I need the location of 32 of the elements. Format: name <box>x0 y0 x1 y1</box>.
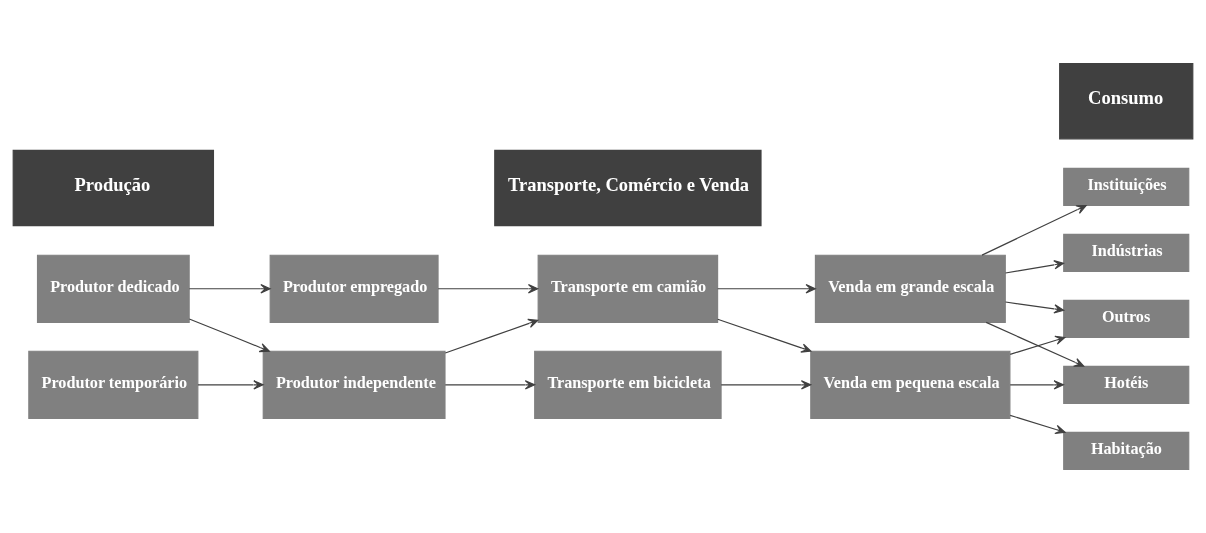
arrow <box>188 284 271 294</box>
arrow <box>1004 260 1065 274</box>
arrow <box>444 380 536 390</box>
node-box: Produtor independente <box>262 350 446 419</box>
arrow <box>1004 301 1065 314</box>
node-box: Indústrias <box>1063 233 1190 272</box>
node-box: Habitação <box>1063 431 1190 470</box>
arrow <box>717 284 816 294</box>
arrow <box>717 318 812 353</box>
node-box: Transporte em camião <box>537 254 719 323</box>
node-box: Produtor dedicado <box>36 254 190 323</box>
arrow <box>437 284 539 294</box>
node-box: Instituições <box>1063 167 1190 206</box>
node-box: Produtor temporário <box>28 350 199 419</box>
arrow <box>197 380 264 390</box>
node-box: Hotéis <box>1063 365 1190 404</box>
node-box: Consumo <box>1059 63 1194 140</box>
arrow <box>188 318 270 353</box>
arrow <box>981 204 1087 256</box>
arrow <box>1009 335 1066 355</box>
node-box: Venda em grande escala <box>814 254 1006 323</box>
arrow <box>985 321 1085 367</box>
arrow <box>1009 380 1064 390</box>
arrow <box>720 380 812 390</box>
arrow <box>444 318 539 354</box>
node-box: Produtor empregado <box>269 254 439 323</box>
node-box: Transporte em bicicleta <box>534 350 722 419</box>
node-box: Produção <box>12 149 215 227</box>
node-box: Venda em pequena escala <box>810 350 1011 419</box>
node-box: Transporte, Comércio e Venda <box>494 149 762 227</box>
node-box: Outros <box>1063 299 1190 338</box>
arrow <box>1009 414 1066 435</box>
